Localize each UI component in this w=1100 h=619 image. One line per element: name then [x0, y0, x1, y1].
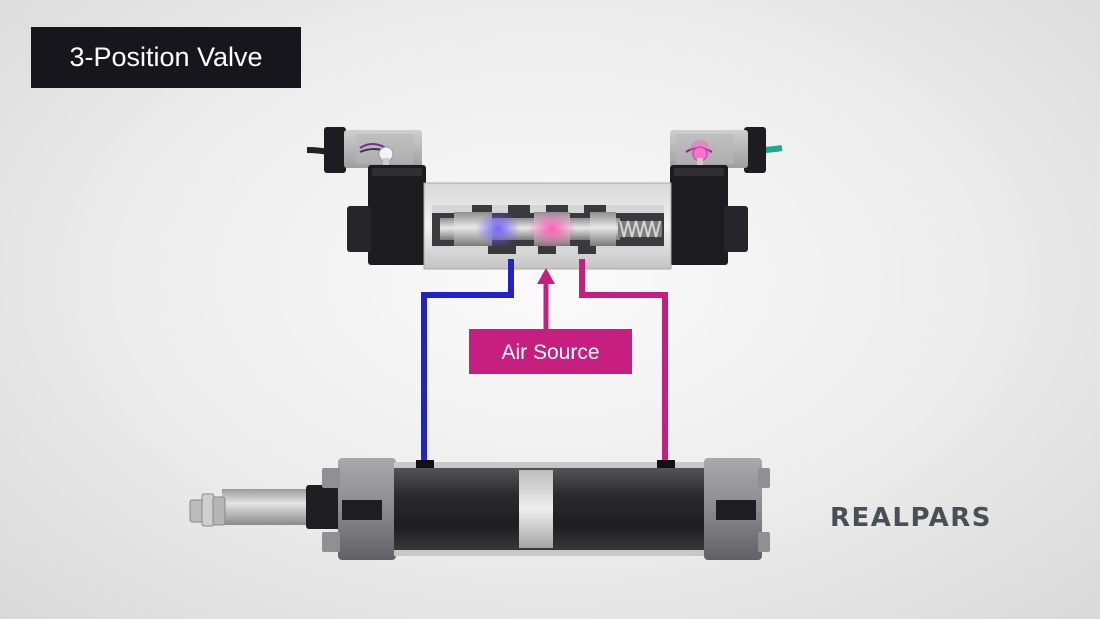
- left-manual-override: [347, 206, 371, 252]
- left-solenoid: [306, 127, 426, 265]
- valve-spool: [440, 210, 620, 248]
- air-source-label: Air Source: [469, 329, 632, 374]
- exhaust-line-blue: [421, 259, 514, 466]
- pressure-flow-glow: [528, 210, 576, 248]
- piston-rod: [222, 489, 322, 525]
- right-solenoid: [670, 127, 783, 265]
- cylinder-piston: [519, 470, 553, 548]
- cylinder-port-left: [416, 460, 434, 468]
- rod-end-fitting: [189, 493, 226, 527]
- right-manual-override: [724, 206, 748, 252]
- left-coil: [368, 165, 426, 265]
- air-supply-arrow-icon: [537, 268, 555, 330]
- cylinder-port-right: [657, 460, 675, 468]
- title-label: 3-Position Valve: [31, 27, 301, 88]
- valve-body: [423, 182, 672, 270]
- right-connector-cap: [744, 127, 766, 173]
- return-spring-icon: [618, 220, 662, 238]
- exhaust-flow-glow: [476, 210, 520, 248]
- left-led-icon: [378, 146, 394, 166]
- pressure-line-pink: [579, 259, 668, 466]
- right-coil: [670, 165, 728, 265]
- right-led-icon: [690, 140, 710, 166]
- realpars-logo: REALPARS: [830, 503, 993, 533]
- air-source-text: Air Source: [501, 341, 599, 364]
- pneumatic-cylinder: [189, 458, 770, 560]
- left-connector-cap: [324, 127, 346, 173]
